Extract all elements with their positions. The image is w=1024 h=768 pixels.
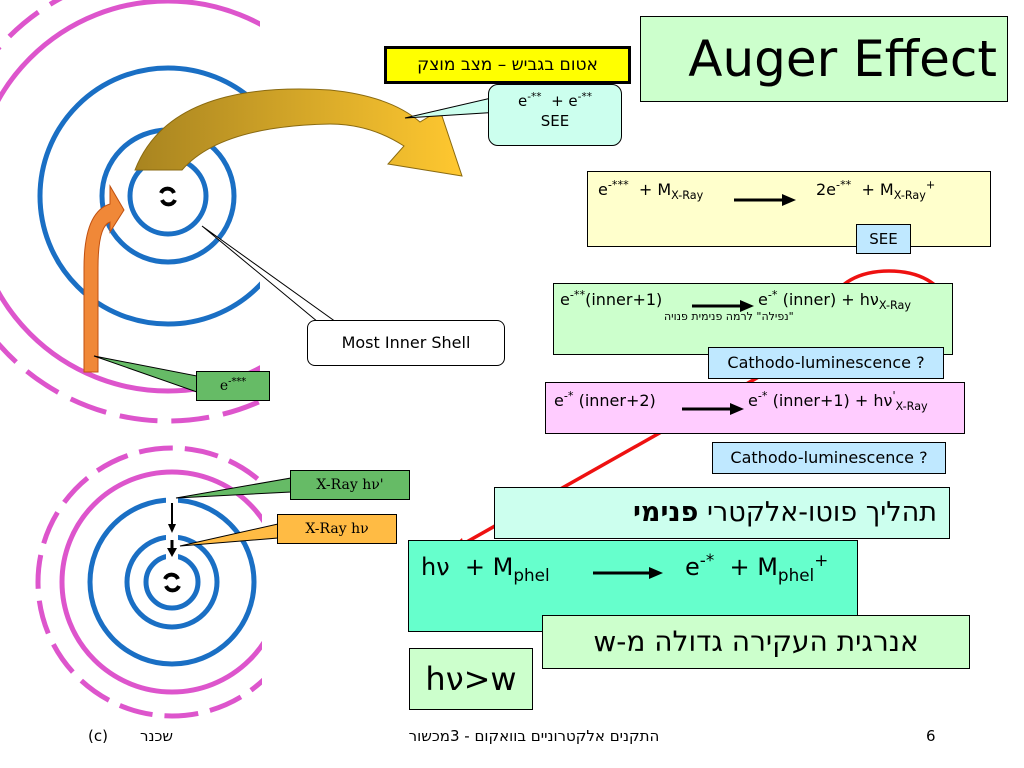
eq1-lhs: e-*** + MX-Ray <box>598 178 704 203</box>
see-callout: e-** + e-** SEE <box>488 84 622 146</box>
eq4-lhs: hν + Mphel <box>421 553 550 585</box>
eq4-arrow <box>593 567 663 579</box>
eq2-lhs: e-**(inner+1) <box>560 288 663 309</box>
cathodo-label-1: Cathodo-luminescence ? <box>708 347 944 379</box>
nucleus-top <box>159 186 177 207</box>
xray1-pointer <box>175 477 292 499</box>
footer-author: שכנר <box>140 727 174 745</box>
work-function-text: אנרגית העקירה גדולה מ-w <box>542 615 970 669</box>
eq3-rhs: e-* (inner+1) + hν'X-Ray <box>748 389 928 414</box>
eq3-arrow <box>682 403 744 415</box>
footer-course: התקנים אלקטרוניים בוואקום - 3מכשור <box>408 727 660 745</box>
equation-3: e-* (inner+2) e-* (inner+1) + hν'X-Ray <box>545 382 965 434</box>
e-triple-star-label: e-*** <box>196 371 270 401</box>
xray2-pointer <box>179 523 279 547</box>
auger-emission-arrow <box>134 88 463 177</box>
see-callout-pointer <box>404 95 501 119</box>
eq1-arrow <box>734 194 796 206</box>
eq1-rhs: 2e-** + MX-Ray+ <box>816 178 936 203</box>
xray-hv-prime-label: X-Ray hν' <box>290 470 410 500</box>
eq2-arrow <box>692 300 754 312</box>
page-title: Auger Effect <box>688 30 997 88</box>
cathodo-label-2: Cathodo-luminescence ? <box>712 442 946 474</box>
outer-shell-magenta <box>0 0 260 394</box>
e-callout-pointer <box>93 355 198 393</box>
eq2-rhs: e-* (inner) + hνX-Ray <box>758 288 912 313</box>
equation-2: e-**(inner+1) e-* (inner) + hνX-Ray "נפי… <box>553 283 953 355</box>
shell-3 <box>37 65 260 327</box>
bottom-outer-magenta <box>59 469 262 695</box>
page-number: 6 <box>926 727 936 745</box>
hebrew-title: אטום בגביש – מצב מוצק <box>384 46 631 84</box>
nucleus-bottom <box>163 572 181 593</box>
incoming-electron-arrow <box>83 184 125 373</box>
hv-greater-w: hν>w <box>409 648 533 710</box>
footer-copyright: (c) <box>88 727 108 745</box>
title-box: Auger Effect <box>640 16 1008 102</box>
bottom-outer-dashed <box>35 445 262 719</box>
photo-process-heading: תהליך פוטו-אלקטרי פנימי <box>494 487 950 539</box>
eq2-note: "נפילה" לרמה פנימית פנויה <box>664 310 794 323</box>
see-label: SEE <box>856 224 911 254</box>
eq3-lhs: e-* (inner+2) <box>554 389 656 410</box>
shell-callout-pointer <box>201 225 338 323</box>
transition-arrows <box>167 503 177 557</box>
xray-hv-label: X-Ray hν <box>277 514 397 544</box>
eq4-rhs: e-* + Mphel+ <box>685 550 829 585</box>
bottom-inner-shell <box>143 553 201 611</box>
most-inner-shell-label: Most Inner Shell <box>307 320 505 366</box>
equation-1: e-*** + MX-Ray 2e-** + MX-Ray+ <box>587 171 991 247</box>
